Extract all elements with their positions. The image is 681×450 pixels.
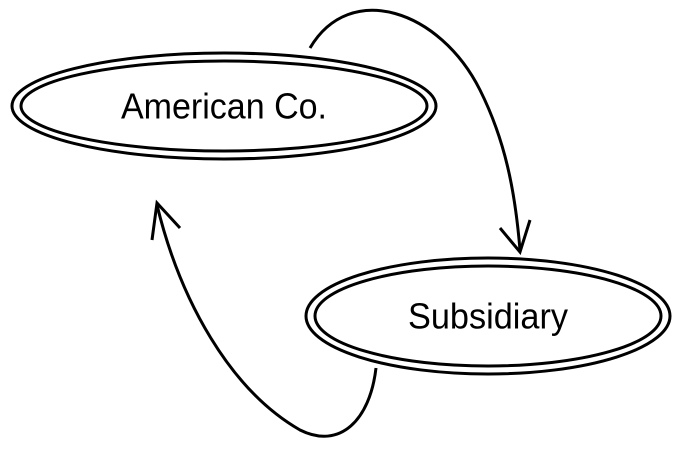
node-american-co: American Co. [10, 51, 438, 161]
node-subsidiary-inner-ring [313, 264, 663, 368]
edge-curve-subsidiary-to-american-co [155, 204, 378, 438]
node-american-co-label: American Co. [121, 86, 327, 127]
node-subsidiary: Subsidiary [304, 256, 672, 376]
arrowhead-at-american-co [150, 199, 182, 241]
node-american-co-inner-ring [19, 59, 429, 153]
node-subsidiary-label: Subsidiary [408, 296, 568, 337]
edge-subsidiary-to-american-co [150, 199, 378, 438]
edge-american-co-to-subsidiary [308, 8, 532, 256]
arrowhead-at-subsidiary [498, 219, 532, 256]
edge-curve-american-co-to-subsidiary [308, 8, 522, 251]
